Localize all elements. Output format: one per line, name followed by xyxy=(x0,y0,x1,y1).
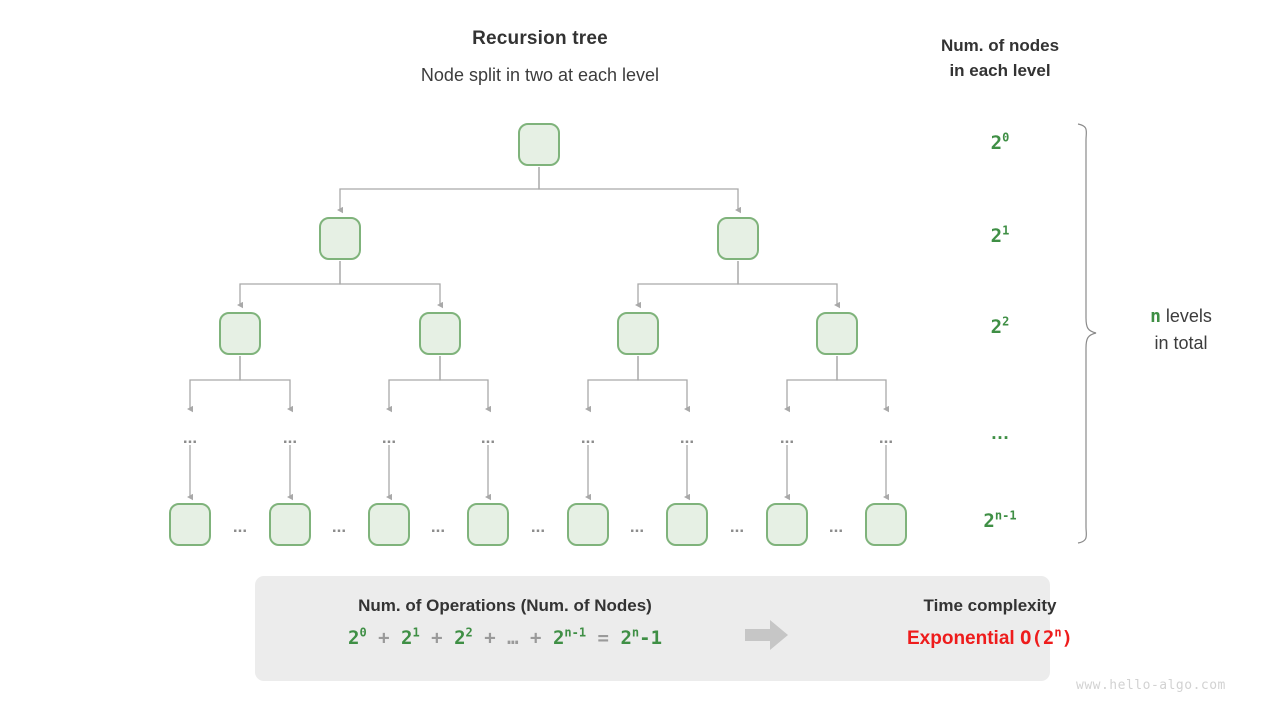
tree-node[interactable] xyxy=(319,217,361,260)
level-count-2: 22 xyxy=(955,316,1045,338)
page-title: Recursion tree xyxy=(472,28,608,49)
tree-nodes xyxy=(169,123,907,546)
tree-leaf-node[interactable] xyxy=(766,503,808,546)
watermark: www.hello-algo.com xyxy=(1076,678,1226,693)
formula-term-2-base: 2 xyxy=(401,627,413,649)
formula-op-1: + xyxy=(378,627,390,649)
complexity-notation: O(2n) xyxy=(1020,627,1073,649)
level-count-exp: 0 xyxy=(1002,130,1010,145)
tree-leaf-node[interactable] xyxy=(169,503,211,546)
level-count-1: 21 xyxy=(955,225,1045,247)
formula-op-3: + xyxy=(484,627,496,649)
formula-result-exp: n xyxy=(631,625,640,640)
formula-term-1-exp: 0 xyxy=(359,625,367,640)
tree-ellipsis: ... xyxy=(680,428,694,447)
tree-ellipsis: ... xyxy=(581,428,595,447)
tree-ellipsis: ... xyxy=(283,428,297,447)
level-count-exp: n-1 xyxy=(994,508,1017,523)
summary-left-heading: Num. of Operations (Num. of Nodes) xyxy=(358,596,652,615)
summary-right-heading: Time complexity xyxy=(923,596,1057,615)
complexity-exp: n xyxy=(1054,625,1062,640)
tree-ellipsis: ... xyxy=(879,428,893,447)
formula-term-2-exp: 1 xyxy=(412,625,420,640)
tree-leaf-node[interactable] xyxy=(567,503,609,546)
level-count-exp: 2 xyxy=(1002,314,1010,329)
level-count-0: 20 xyxy=(955,132,1045,154)
formula-term-4-base: 2 xyxy=(552,627,565,649)
tree-node[interactable] xyxy=(617,312,659,355)
summary-formula: 20 + 21 + 22 + … + 2n-1 = 2n-1 xyxy=(255,627,755,649)
level-count-base: 2 xyxy=(990,316,1003,338)
tree-ellipsis-row: ... ... ... ... ... ... ... ... xyxy=(183,428,893,447)
level-count-last: 2n-1 xyxy=(955,510,1045,532)
leaf-separator-ellipsis: ... xyxy=(630,517,644,536)
leaf-separator-ellipsis: ... xyxy=(730,517,744,536)
formula-equals: = xyxy=(597,627,609,649)
tree-leaf-node[interactable] xyxy=(865,503,907,546)
complexity-suffix: ) xyxy=(1061,627,1073,649)
formula-term-3-exp: 2 xyxy=(465,625,473,640)
formula-ellipsis: … xyxy=(507,627,519,649)
tree-leaf-node[interactable] xyxy=(666,503,708,546)
summary-panel: Num. of Operations (Num. of Nodes) 20 + … xyxy=(255,576,1073,681)
tree-node[interactable] xyxy=(816,312,858,355)
total-levels-variable: n xyxy=(1150,306,1161,327)
tree-ellipsis: ... xyxy=(382,428,396,447)
leaf-separators: ... ... ... ... ... ... ... xyxy=(233,517,843,536)
levels-brace-icon xyxy=(1077,123,1097,544)
total-levels-line2: in total xyxy=(1154,333,1208,353)
tree-node[interactable] xyxy=(419,312,461,355)
formula-term-1-base: 2 xyxy=(347,627,360,649)
formula-term-3-base: 2 xyxy=(454,627,466,649)
summary-complexity: Exponential O(2n) xyxy=(840,627,1140,650)
total-levels-note: n levels in total xyxy=(1106,303,1256,357)
tree-node[interactable] xyxy=(219,312,261,355)
level-count-ellipsis: … xyxy=(990,423,1010,444)
total-levels-text: levels xyxy=(1160,306,1212,326)
leaf-separator-ellipsis: ... xyxy=(531,517,545,536)
leaf-separator-ellipsis: ... xyxy=(829,517,843,536)
summary-right: Time complexity Exponential O(2n) xyxy=(840,576,1140,650)
tree-ellipsis: ... xyxy=(183,428,197,447)
level-count-base: 2 xyxy=(990,132,1003,154)
tree-leaf-node[interactable] xyxy=(368,503,410,546)
level-count-base: 2 xyxy=(983,510,995,532)
leaf-separator-ellipsis: ... xyxy=(332,517,346,536)
level-count-base: 2 xyxy=(990,225,1003,247)
right-arrow-icon xyxy=(745,620,788,650)
tree-leaf-node[interactable] xyxy=(467,503,509,546)
tree-ellipsis: ... xyxy=(780,428,794,447)
tree-edges xyxy=(187,167,889,501)
tree-node[interactable] xyxy=(717,217,759,260)
column-heading: Num. of nodes in each level xyxy=(900,33,1100,83)
formula-result-tail: -1 xyxy=(639,627,663,649)
page-subtitle: Node split in two at each level xyxy=(420,65,660,85)
column-heading-line1: Num. of nodes xyxy=(940,36,1060,55)
tree-ellipsis: ... xyxy=(481,428,495,447)
summary-left: Num. of Operations (Num. of Nodes) 20 + … xyxy=(255,576,755,649)
leaf-separator-ellipsis: ... xyxy=(233,517,247,536)
tree-leaf-node[interactable] xyxy=(269,503,311,546)
level-count-exp: 1 xyxy=(1002,223,1010,238)
formula-term-4-exp: n-1 xyxy=(564,625,587,640)
complexity-word: Exponential xyxy=(907,628,1015,649)
complexity-prefix: O( xyxy=(1019,627,1043,649)
formula-result-base: 2 xyxy=(620,627,632,649)
total-levels-line1: n levels xyxy=(1106,303,1256,330)
formula-op-4: + xyxy=(530,627,542,649)
column-heading-line2: in each level xyxy=(949,61,1051,80)
complexity-base: 2 xyxy=(1042,627,1055,649)
formula-op-2: + xyxy=(431,627,443,649)
tree-node[interactable] xyxy=(518,123,560,166)
leaf-separator-ellipsis: ... xyxy=(431,517,445,536)
